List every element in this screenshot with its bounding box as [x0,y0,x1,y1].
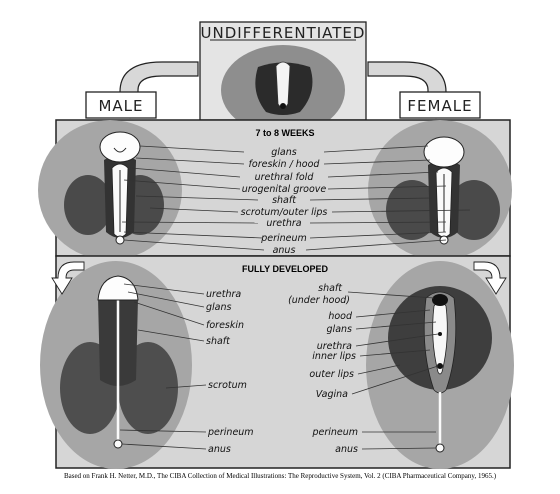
label-male-shaft: shaft [206,336,231,347]
label-urethra: urethra [266,218,301,229]
undifferentiated-opening [280,103,286,109]
arrow-down-left [51,261,85,295]
label-female-anus: anus [335,444,358,455]
developed-male-labels: urethra glans foreskin shaft scrotum per… [206,289,254,455]
label-male-anus: anus [208,444,231,455]
label-foreskin-hood: foreskin / hood [249,159,321,170]
label-male-urethra: urethra [206,289,241,300]
label-female-urethra: urethra [317,341,352,352]
male-label-box [85,91,157,119]
developed-female-labels: shaft (under hood) hood glans urethra in… [288,283,358,455]
female-label-box [399,91,481,119]
label-male-foreskin: foreskin [206,320,244,331]
label-female-perineum: perineum [311,427,358,438]
label-male-scrotum: scrotum [208,380,247,391]
weeks-female-drawing [386,136,500,245]
label-male-glans: glans [206,302,232,313]
developed-title: FULLY DEVELOPED [242,264,329,274]
label-shaft: shaft [272,195,297,206]
label-urogenital-groove: urogenital groove [242,184,327,195]
label-scrotum-outer-lips: scrotum/outer lips [241,207,328,218]
citation-credit: Based on Frank H. Netter, M.D., The CIBA… [63,472,497,480]
developed-male-drawing [60,275,178,449]
weeks-title: 7 to 8 WEEKS [255,128,314,138]
label-perineum: perineum [260,233,307,244]
label-male-perineum: perineum [207,427,254,438]
label-female-under-hood: (under hood) [288,295,350,306]
label-female-vagina: Vagina [316,389,348,400]
female-heading: FEMALE [407,97,472,115]
label-female-inner-lips: inner lips [312,351,356,362]
label-female-outer-lips: outer lips [309,369,354,380]
developed-female-drawing [388,286,492,453]
label-female-shaft: shaft [318,283,343,294]
undifferentiated-tubercle [275,61,291,109]
weeks-leader-lines [121,145,471,251]
male-heading: MALE [98,97,143,115]
label-female-glans: glans [327,324,353,335]
label-urethral-fold: urethral fold [255,172,315,183]
label-glans: glans [271,147,297,158]
developed-leader-lines [119,283,439,450]
label-anus: anus [273,245,296,256]
weeks-male-drawing [64,131,164,245]
undifferentiated-title: UNDIFFERENTIATED [201,24,366,42]
weeks-labels: glans foreskin / hood urethral fold urog… [241,147,328,256]
label-female-hood: hood [328,311,353,322]
arrow-down-right [473,261,507,295]
